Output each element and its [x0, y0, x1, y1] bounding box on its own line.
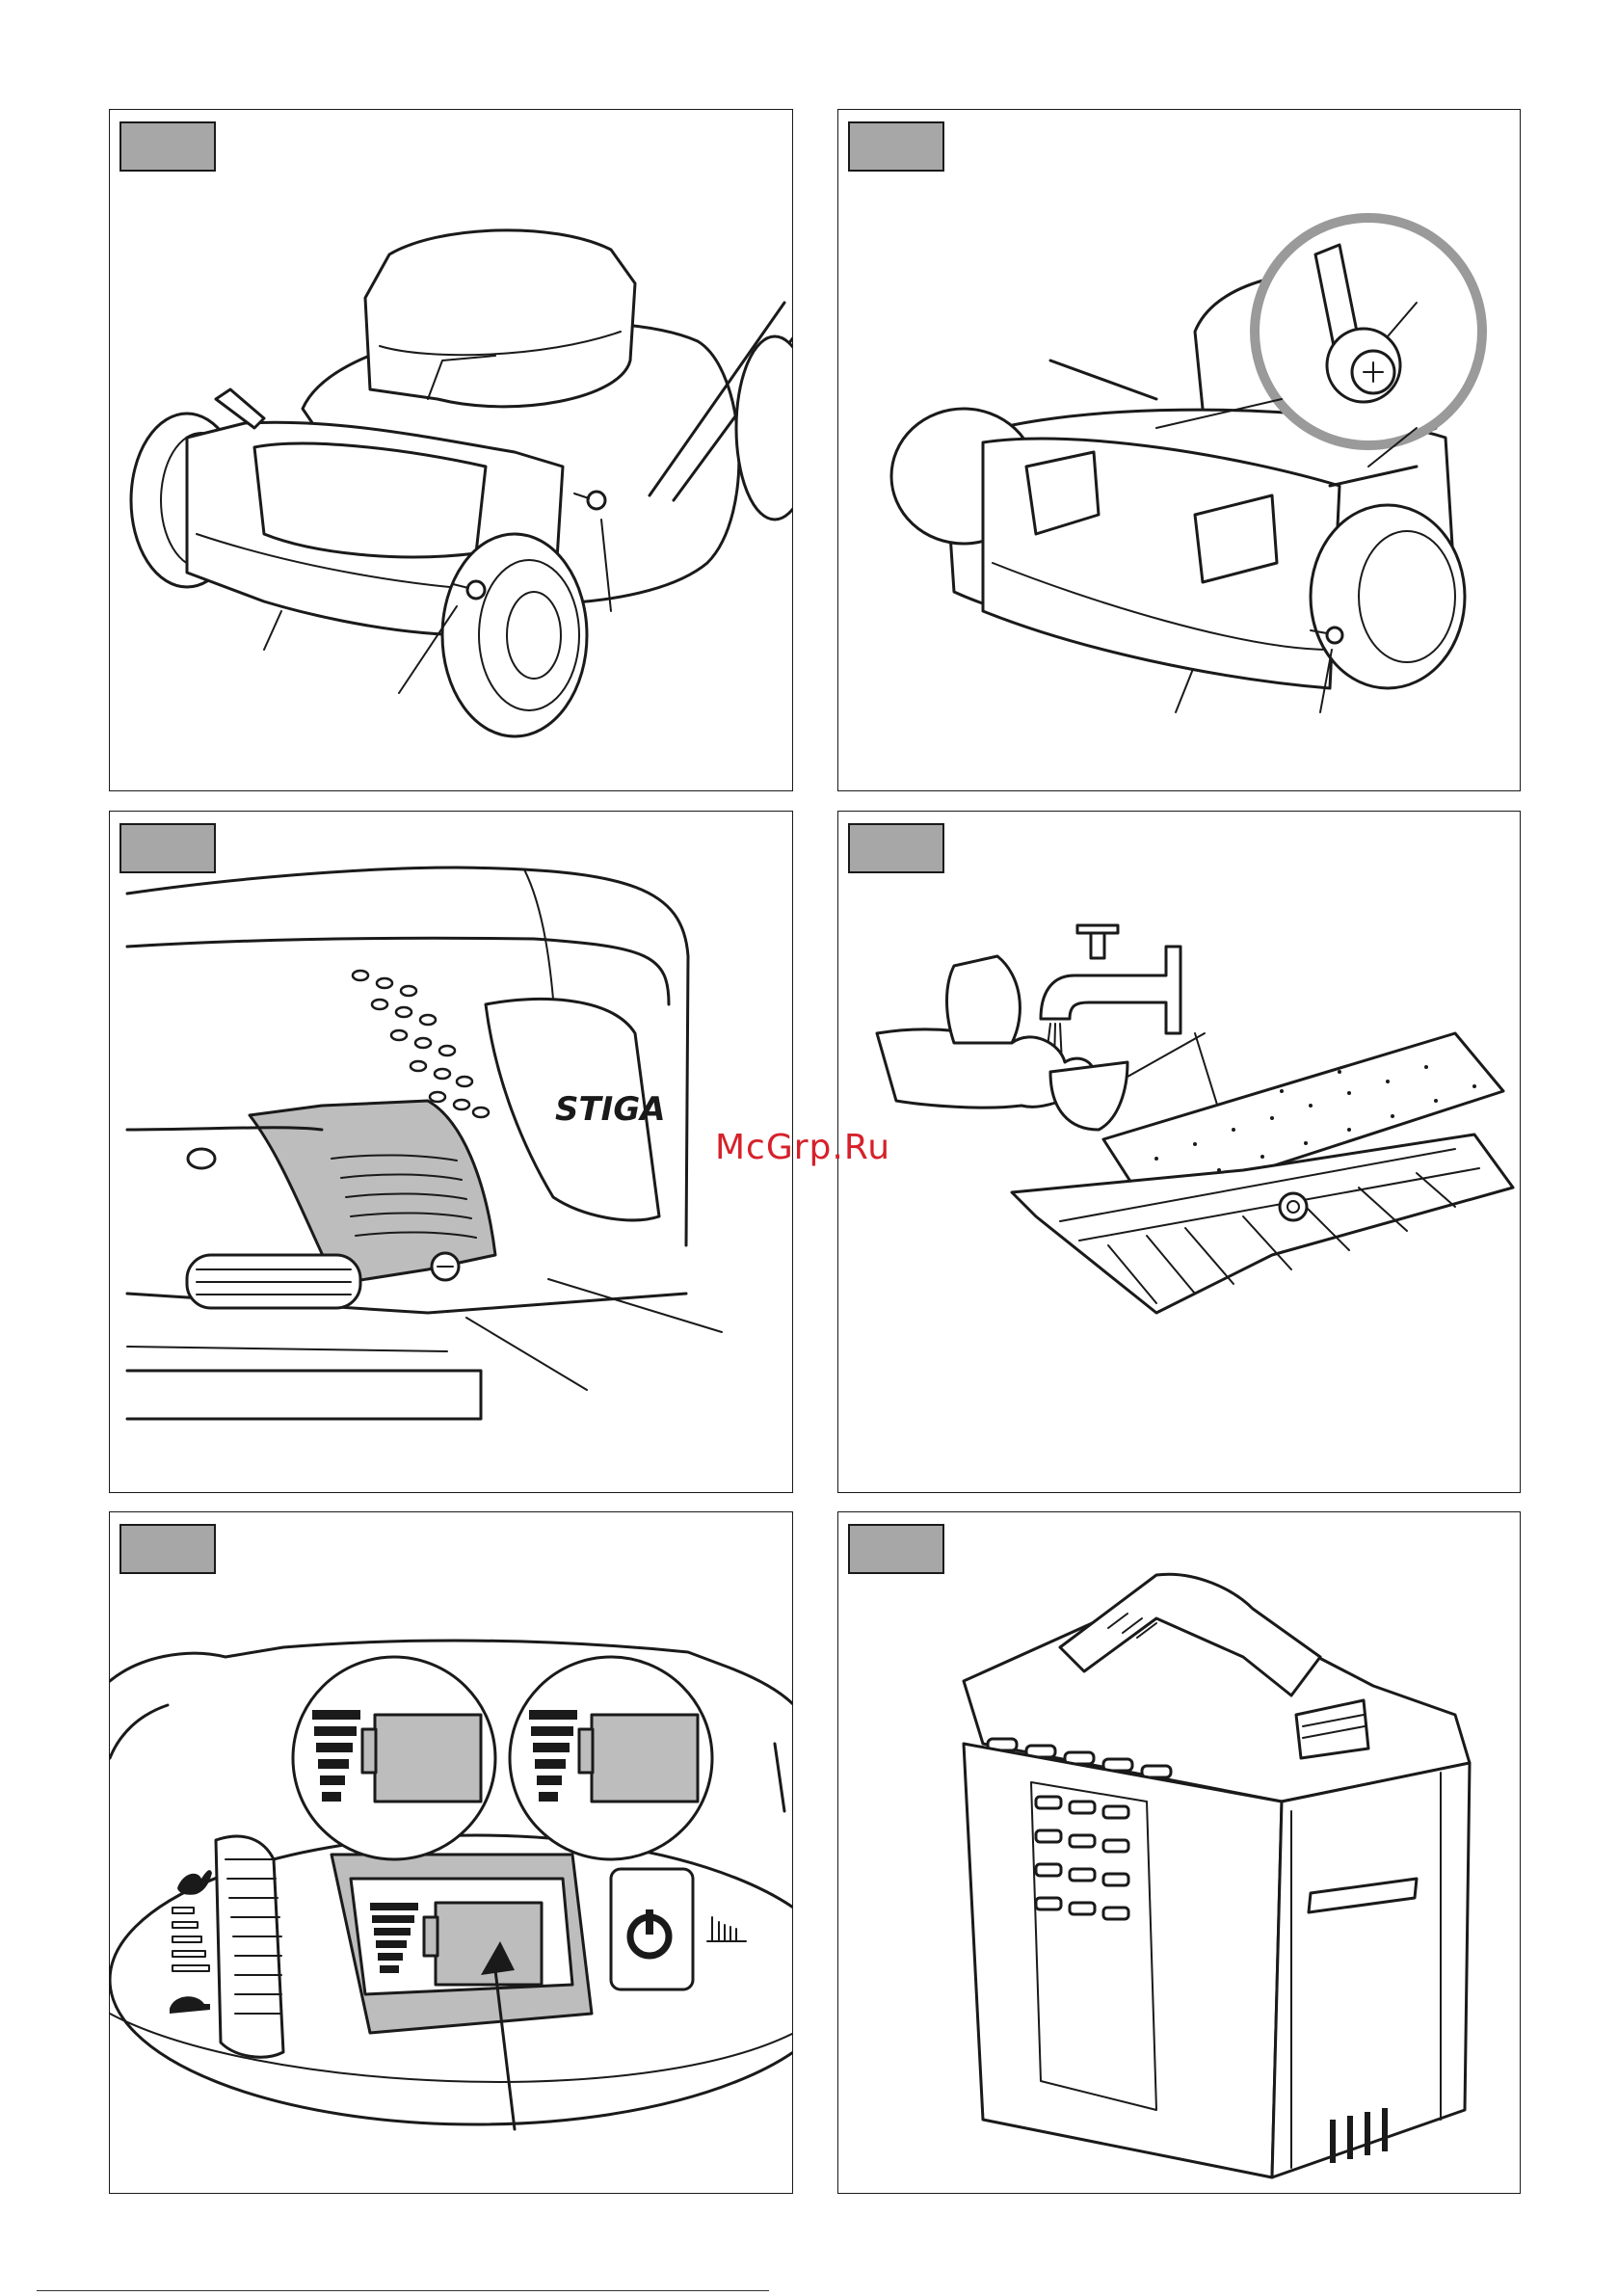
- mower-bumper-detail-illustration: [838, 110, 1521, 791]
- filter-washing-illustration: [838, 812, 1521, 1493]
- grass-height-icon: [707, 1917, 746, 1941]
- battery-pack-illustration: [838, 1512, 1521, 2194]
- watermark: McGrp.Ru: [715, 1128, 890, 1167]
- figure-panel-3: STIGA: [109, 811, 793, 1493]
- brand-logo: STIGA: [555, 1090, 666, 1129]
- figure-panel-4: [837, 811, 1521, 1493]
- battery-level-icon: [172, 1908, 209, 1971]
- air-intake-illustration: STIGA: [110, 812, 793, 1493]
- figure-panel-1: [109, 109, 793, 791]
- hare-icon: [177, 1870, 212, 1895]
- figure-panel-2: [837, 109, 1521, 791]
- figure-panel-6: [837, 1511, 1521, 2194]
- mower-front-illustration: [110, 110, 793, 791]
- battery-indicator-illustration: [110, 1512, 793, 2194]
- footer-rule: [37, 2290, 769, 2291]
- figure-panel-5: [109, 1511, 793, 2194]
- tortoise-icon: [170, 1996, 210, 2014]
